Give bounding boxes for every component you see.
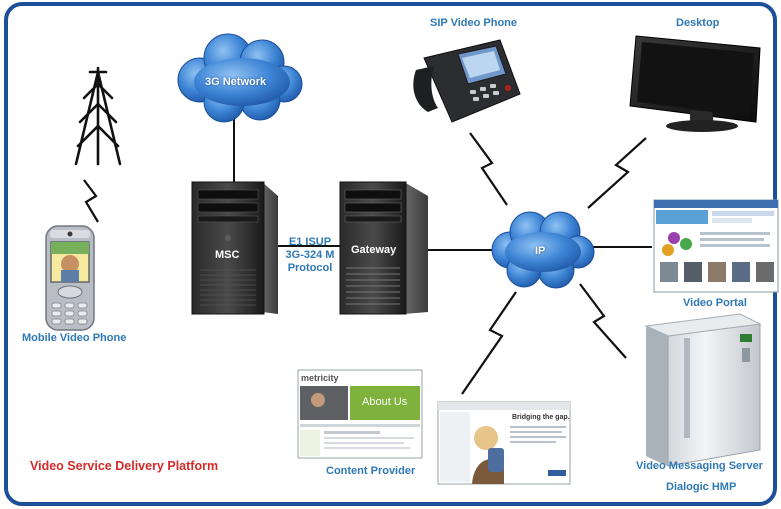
wireless-link-sip bbox=[469, 132, 508, 206]
3g-network-label: 3G Network bbox=[205, 76, 267, 88]
content-brand-text: metricity bbox=[301, 373, 339, 383]
content-heading-text: About Us bbox=[362, 396, 408, 408]
web-page-screenshot bbox=[437, 401, 571, 485]
protocol-line-3: Protocol bbox=[287, 262, 333, 274]
3g-network-cloud-icon bbox=[177, 33, 303, 123]
mobile-video-phone-icon bbox=[45, 225, 95, 331]
video-messaging-server-icon bbox=[644, 313, 762, 467]
video-portal-screenshot bbox=[653, 199, 779, 293]
portal-heading-text: Bridging the gap. bbox=[512, 414, 570, 421]
wireless-link-desktop bbox=[587, 137, 647, 209]
video-messaging-server-label: Video Messaging Server bbox=[636, 460, 763, 472]
protocol-label: E1 ISUP 3G-324 M Protocol bbox=[278, 236, 342, 275]
diagram-title: Video Service Delivery Platform bbox=[30, 459, 219, 473]
gateway-label: Gateway bbox=[351, 244, 397, 256]
desktop-label: Desktop bbox=[676, 17, 720, 29]
protocol-line-1: E1 ISUP bbox=[288, 236, 332, 248]
gateway-server-icon bbox=[339, 181, 428, 315]
msc-label: MSC bbox=[215, 249, 240, 261]
wireless-link-mobile bbox=[83, 179, 99, 223]
cell-tower-icon bbox=[74, 66, 122, 166]
video-portal-label: Video Portal bbox=[683, 297, 747, 309]
content-provider-label: Content Provider bbox=[326, 465, 416, 477]
wireless-link-server bbox=[579, 283, 627, 359]
mobile-video-phone-label: Mobile Video Phone bbox=[22, 332, 127, 344]
ip-cloud-icon bbox=[491, 211, 595, 289]
msc-server-icon bbox=[191, 181, 278, 315]
sip-video-phone-label: SIP Video Phone bbox=[430, 17, 518, 29]
sip-video-phone-icon bbox=[413, 39, 521, 123]
wireless-link-content bbox=[461, 291, 517, 395]
ip-label: IP bbox=[535, 245, 546, 257]
desktop-monitor-icon bbox=[629, 35, 761, 132]
protocol-line-2: 3G-324 M bbox=[285, 249, 335, 261]
dialogic-hmp-label: Dialogic HMP bbox=[666, 481, 737, 493]
content-provider-screenshot bbox=[297, 369, 423, 459]
